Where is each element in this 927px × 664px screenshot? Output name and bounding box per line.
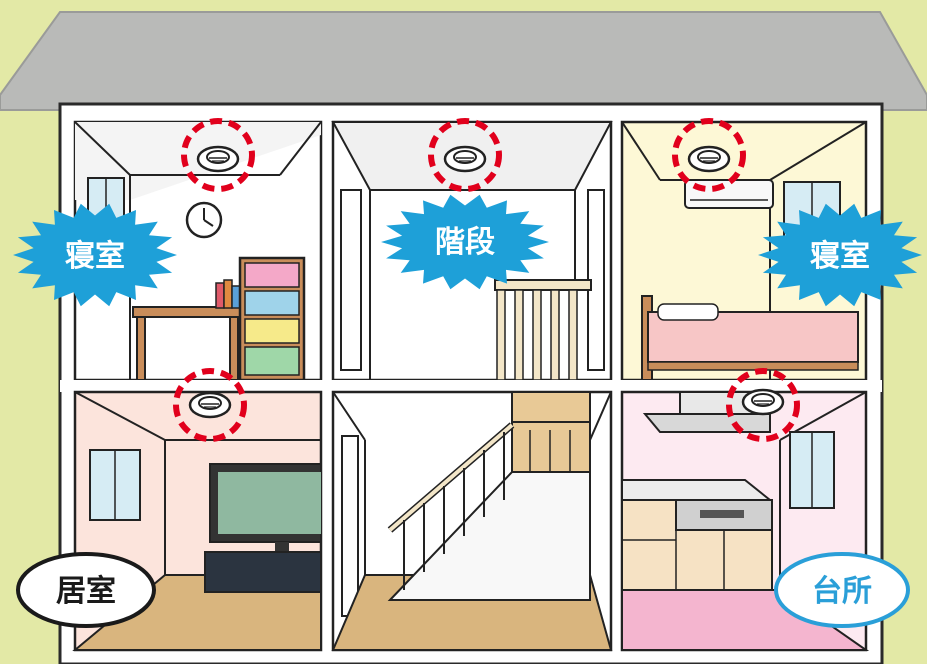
label-bedroom-right: 寝室 <box>758 203 922 307</box>
bed <box>641 295 859 381</box>
label-stairs-top: 階段 <box>381 194 549 290</box>
label-living-room: 居室 <box>16 552 156 628</box>
smoke-detector-icon <box>428 118 502 192</box>
label-bedroom-left: 寝室 <box>13 203 177 307</box>
clock-icon <box>185 201 223 239</box>
label-stairs-top-text: 階段 <box>435 225 495 260</box>
television <box>204 463 322 593</box>
label-living-room-text: 居室 <box>56 574 116 609</box>
kitchen-counter <box>621 479 773 591</box>
air-conditioner <box>684 179 774 209</box>
room-living <box>72 368 323 652</box>
label-bedroom-right-text: 寝室 <box>810 239 870 274</box>
smoke-detector-icon <box>672 118 746 192</box>
room-kitchen <box>620 368 870 652</box>
smoke-detector-icon <box>726 368 800 442</box>
stair-railing <box>494 279 592 381</box>
room-stairs-bottom <box>331 390 613 652</box>
smoke-detector-icon <box>181 118 255 192</box>
roof <box>0 11 927 111</box>
label-kitchen-text: 台所 <box>812 574 872 609</box>
smoke-detector-icon <box>173 368 247 442</box>
drawer-cabinet <box>238 256 306 382</box>
label-kitchen: 台所 <box>774 552 910 628</box>
label-bedroom-left-text: 寝室 <box>65 239 125 274</box>
